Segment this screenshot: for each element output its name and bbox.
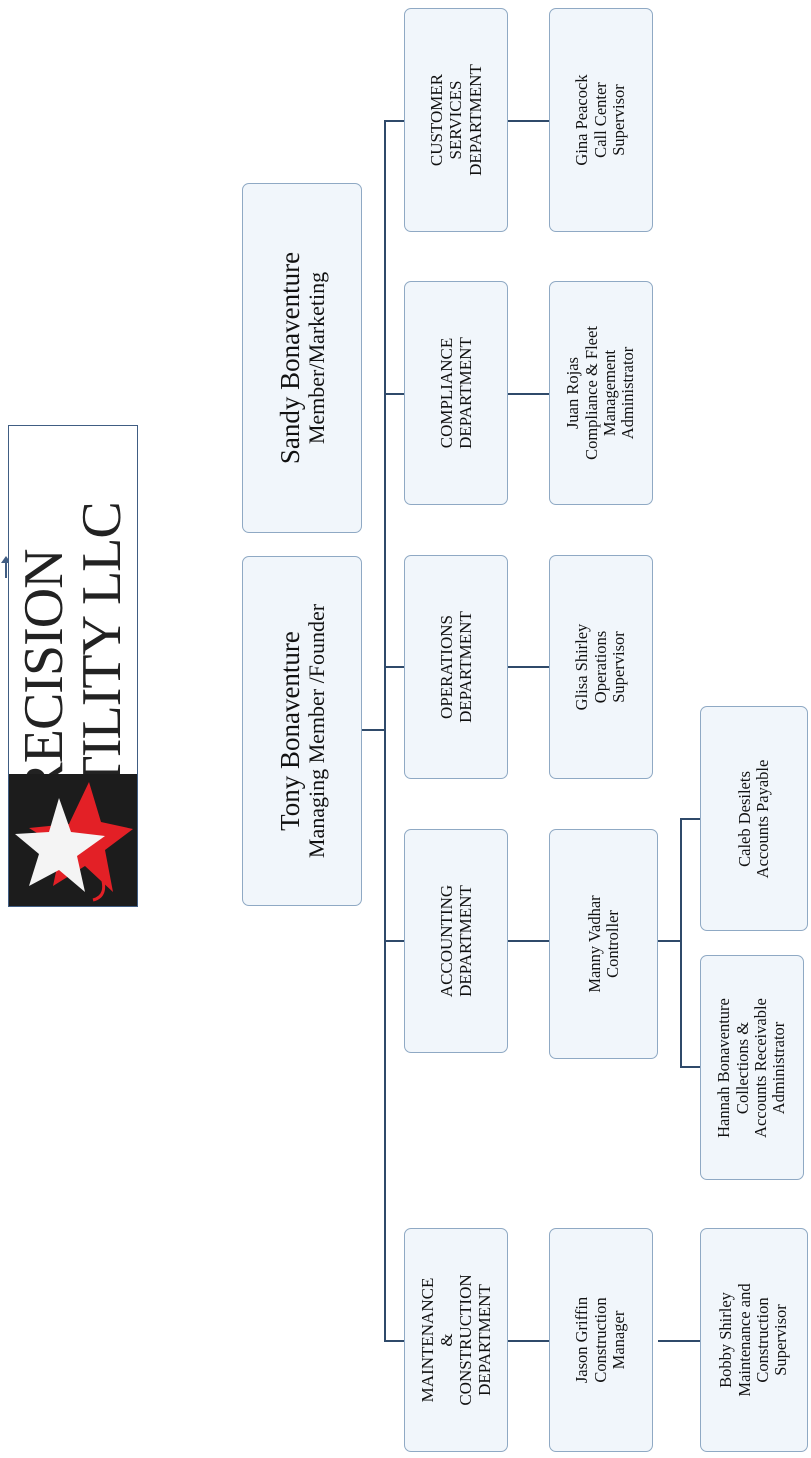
connector-line — [384, 120, 386, 1342]
connector-line — [508, 393, 549, 395]
logo-connector — [5, 560, 7, 578]
connector-line — [384, 120, 404, 122]
node-jason-griffin: Jason Griffin Construction Manager — [549, 1228, 653, 1452]
node-caleb-desilets: Caleb Desilets Accounts Payable — [700, 706, 808, 931]
connector-line — [508, 1340, 549, 1342]
node-line: Management — [600, 349, 619, 437]
node-line: Supervisor — [609, 631, 629, 703]
node-line: Construction — [753, 1297, 772, 1383]
node-line: CONSTRUCTION — [456, 1274, 475, 1406]
node-line: Caleb Desilets — [734, 770, 754, 867]
node-title: Managing Member /Founder — [303, 603, 329, 859]
node-line: DEPARTMENT — [465, 64, 485, 176]
node-line: DEPARTMENT — [475, 1284, 495, 1396]
node-line: Administrator — [618, 346, 638, 440]
node-line: CUSTOMER — [427, 73, 447, 167]
connector-line — [384, 393, 404, 395]
node-operations-department: OPERATIONS DEPARTMENT — [404, 555, 508, 779]
node-line: Compliance & Fleet — [581, 326, 601, 460]
node-line: Manny Vadhar — [584, 895, 604, 993]
company-logo: PRECISION UTILITY LLC — [8, 425, 138, 907]
node-line: Manager — [609, 1310, 629, 1370]
node-line: Supervisor — [609, 84, 629, 156]
connector-line — [658, 940, 680, 942]
logo-emblem — [9, 774, 137, 906]
connector-line — [658, 1340, 700, 1342]
node-accounting-department: ACCOUNTING DEPARTMENT — [404, 829, 508, 1053]
node-line: Maintenance and — [734, 1283, 754, 1397]
connector-line — [508, 940, 549, 942]
node-line: COMPLIANCE — [436, 337, 456, 449]
node-line: DEPARTMENT — [456, 885, 475, 997]
connector-line — [680, 818, 700, 820]
node-line: Construction — [590, 1297, 610, 1383]
star-icon — [15, 782, 133, 902]
node-line: Bobby Shirley — [716, 1292, 736, 1388]
connector-line — [680, 1066, 700, 1068]
node-line: DEPARTMENT — [456, 337, 475, 449]
node-maintenance-construction-department: MAINTENANCE & CONSTRUCTION DEPARTMENT — [404, 1228, 508, 1452]
connector-line — [508, 666, 549, 668]
node-line: Controller — [602, 910, 622, 978]
node-name: Tony Bonaventure — [274, 631, 305, 831]
node-gina-peacock: Gina Peacock Call Center Supervisor — [549, 8, 653, 232]
node-line: Jason Griffin — [572, 1296, 592, 1384]
connector-line — [384, 666, 404, 668]
node-customer-services-department: CUSTOMER SERVICES DEPARTMENT — [404, 8, 508, 232]
connector-line — [384, 1340, 404, 1342]
node-line: SERVICES — [446, 80, 466, 160]
node-line: Accounts Receivable — [751, 997, 770, 1138]
node-line: Juan Rojas — [563, 357, 583, 429]
node-hannah-bonaventure: Hannah Bonaventure Collections & Account… — [700, 955, 804, 1180]
node-line: Call Center — [590, 82, 610, 158]
node-tony-bonaventure: Tony Bonaventure Managing Member /Founde… — [242, 556, 362, 906]
node-bobby-shirley: Bobby Shirley Maintenance and Constructi… — [700, 1228, 808, 1452]
node-compliance-department: COMPLIANCE DEPARTMENT — [404, 281, 508, 505]
connector-line — [680, 818, 682, 1068]
node-sandy-bonaventure: Sandy Bonaventure Member/Marketing — [242, 183, 362, 533]
node-line: & — [436, 1333, 456, 1347]
node-name: Sandy Bonaventure — [274, 251, 305, 465]
connector-line — [508, 120, 549, 122]
node-juan-rojas: Juan Rojas Compliance & Fleet Management… — [549, 281, 653, 505]
node-line: Hannah Bonaventure — [714, 997, 734, 1138]
node-line: Administrator — [769, 1021, 789, 1114]
node-line: DEPARTMENT — [456, 611, 475, 723]
connector-line — [384, 940, 404, 942]
node-line: Glisa Shirley — [572, 623, 592, 711]
node-line: Accounts Payable — [753, 759, 772, 878]
node-line: Gina Peacock — [572, 74, 592, 166]
node-manny-vadhar: Manny Vadhar Controller — [549, 829, 658, 1059]
node-line: Collections & — [732, 1021, 752, 1114]
node-glisa-shirley: Glisa Shirley Operations Supervisor — [549, 555, 653, 779]
connector-line — [362, 729, 384, 731]
node-line: MAINTENANCE — [417, 1277, 437, 1403]
node-line: OPERATIONS — [436, 615, 456, 719]
node-title: Member/Marketing — [303, 271, 329, 445]
node-line: Operations — [590, 630, 610, 704]
arrow-up-icon — [1, 556, 11, 563]
node-line: Supervisor — [771, 1304, 791, 1376]
node-line: ACCOUNTING — [436, 884, 456, 998]
